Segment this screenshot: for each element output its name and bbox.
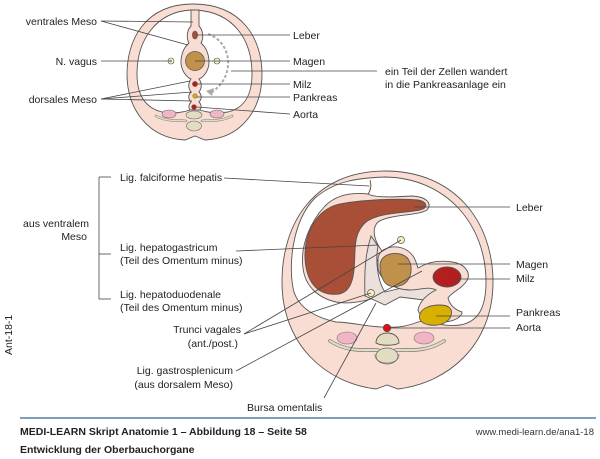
label-ventrales-meso: ventrales Meso [26, 16, 97, 28]
footer-url-link[interactable]: www.medi-learn.de/ana1-18 [475, 427, 594, 438]
label-top-milz: Milz [293, 79, 312, 91]
bottom-spleen [432, 266, 462, 288]
label-bottom-magen: Magen [516, 259, 548, 271]
label-lig-hepatoduodenale: Lig. hepatoduodenale [120, 289, 221, 301]
label-bottom-milz: Milz [516, 273, 535, 285]
bottom-cross-section [281, 170, 494, 390]
bottom-liver [304, 198, 427, 295]
bottom-vertebra-arch [375, 332, 400, 346]
label-bursa-omentalis: Bursa omentalis [247, 402, 322, 414]
top-rib-right-fill [201, 115, 233, 122]
label-lig-gastrosplenicum-note: (aus dorsalem Meso) [134, 379, 233, 391]
label-lig-gastrosplenicum: Lig. gastrosplenicum [137, 365, 234, 377]
top-pancreas [192, 93, 198, 99]
label-lig-hepatoduodenale-note: (Teil des Omentum minus) [120, 302, 243, 314]
label-n-vagus: N. vagus [56, 56, 97, 68]
label-aus-ventralem: aus ventralem [23, 218, 89, 230]
label-lig-hepatogastricum: Lig. hepatogastricum [120, 242, 218, 254]
bottom-pancreas [419, 304, 452, 326]
label-dorsales-meso: dorsales Meso [29, 94, 97, 106]
label-lig-hepatogastricum-note: (Teil des Omentum minus) [120, 255, 243, 267]
top-aorta [191, 104, 197, 110]
top-vertebra-arch [185, 110, 203, 120]
bottom-vertebra-body [375, 347, 399, 365]
bottom-kidney-left [336, 331, 358, 345]
footer-subtitle: Entwicklung der Oberbauchorgane [20, 444, 195, 456]
top-vertebra-body [186, 120, 202, 132]
figure-code: Ant-18-1 [3, 315, 15, 355]
label-meso: Meso [61, 231, 87, 243]
migration-arrowhead-icon [206, 88, 214, 96]
migration-arrow [207, 33, 229, 93]
label-trunci-vagales-note: (ant./post.) [188, 338, 238, 350]
top-leader-lines [100, 20, 377, 115]
top-kidney-right [209, 109, 225, 119]
top-rib-left-fill [155, 115, 187, 122]
footer-divider [20, 417, 596, 419]
top-cross-section [126, 3, 263, 141]
bottom-rib-right-fill [394, 339, 446, 352]
label-top-pankreas: Pankreas [293, 92, 337, 104]
bottom-rib-left-fill [328, 339, 380, 352]
top-spleen [192, 81, 198, 87]
annotation-line-1: ein Teil der Zellen wandert [385, 66, 507, 78]
label-top-magen: Magen [293, 56, 325, 68]
label-bottom-leber: Leber [516, 202, 543, 214]
label-bottom-aorta: Aorta [516, 322, 541, 334]
label-bottom-pankreas: Pankreas [516, 307, 560, 319]
ventral-meso-bracket [98, 176, 111, 300]
label-lig-falciforme: Lig. falciforme hepatis [120, 172, 222, 184]
annotation-line-2: in die Pankreasanlage ein [385, 79, 506, 91]
bottom-vertebra-ring [374, 353, 400, 364]
bottom-kidney-right [413, 331, 435, 345]
bottom-stomach [379, 253, 412, 287]
bottom-leader-lines [223, 177, 510, 399]
top-kidney-left [161, 109, 177, 119]
footer-title: MEDI-LEARN Skript Anatomie 1 – Abbildung… [20, 426, 307, 438]
label-top-aorta: Aorta [293, 109, 318, 121]
label-top-leber: Leber [293, 30, 320, 42]
label-trunci-vagales: Trunci vagales [173, 324, 241, 336]
